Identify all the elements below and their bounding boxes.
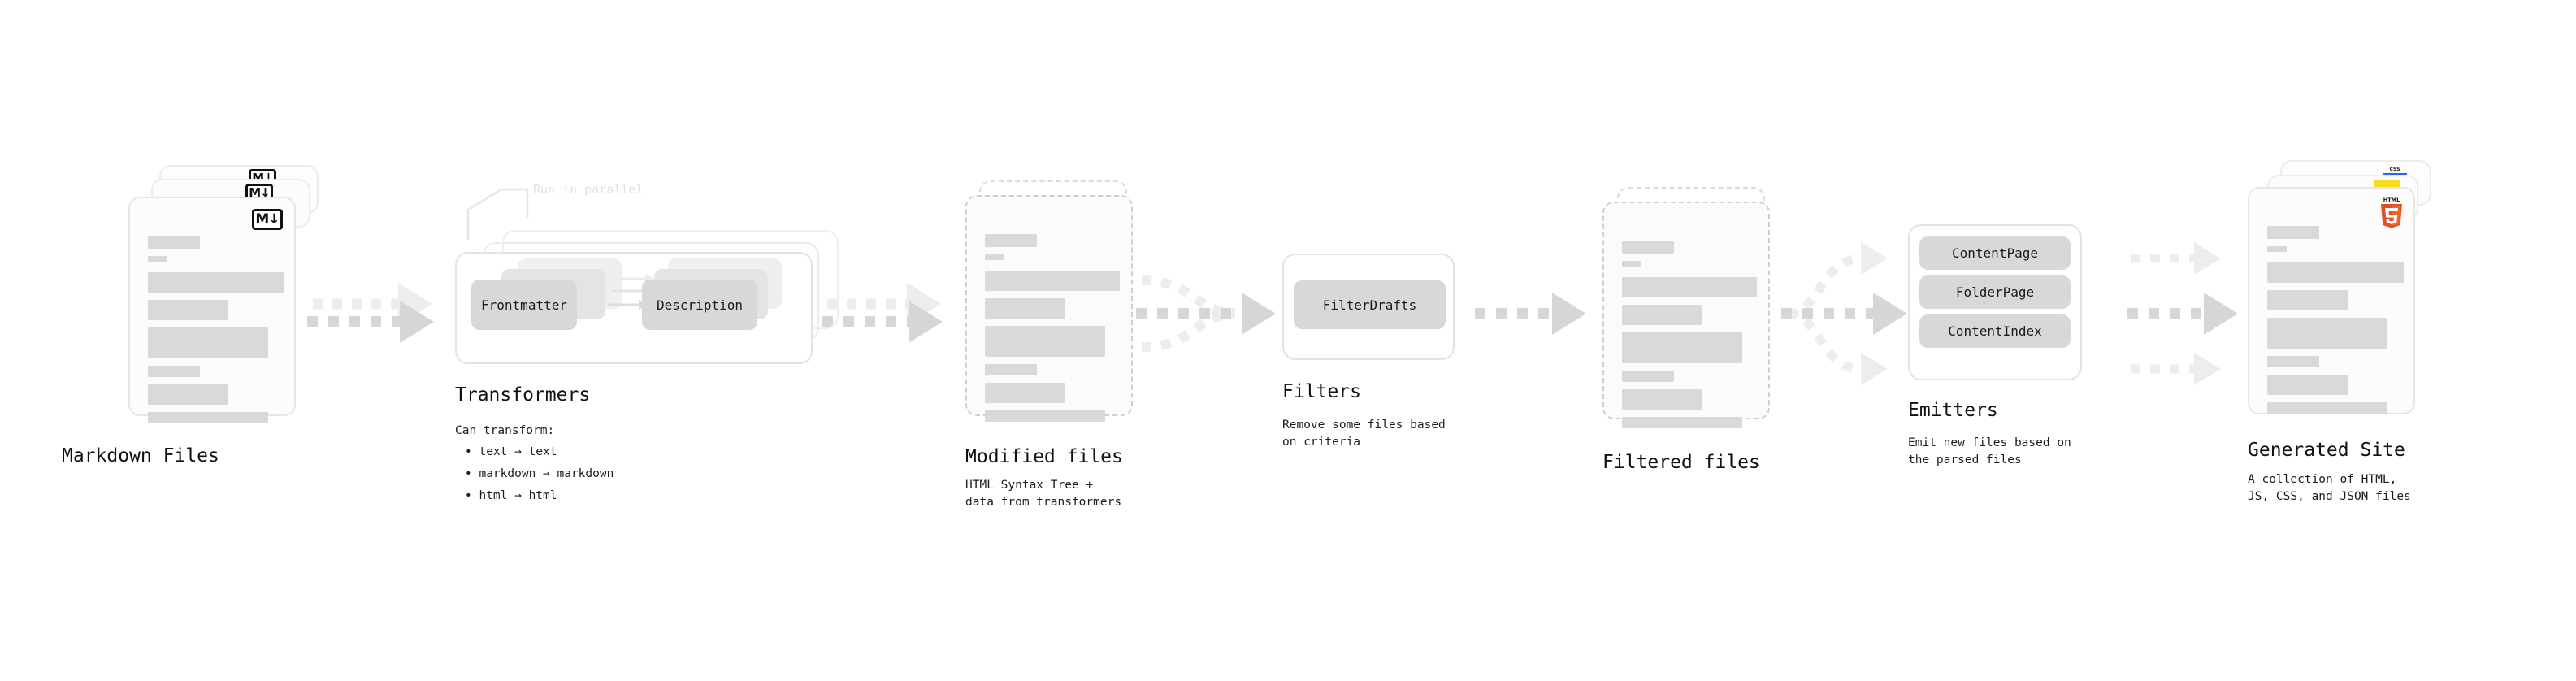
site-card-lines [2267, 226, 2404, 421]
filter-chip-filterdrafts[interactable]: FilterDrafts [1294, 280, 1446, 329]
content-bar [148, 327, 268, 358]
content-bar [985, 364, 1037, 375]
content-bar [1622, 261, 1641, 267]
modified-card[interactable] [965, 195, 1133, 422]
stage-title-markdown-files: Markdown Files [62, 445, 219, 466]
site-card[interactable]: HTML [2248, 187, 2415, 414]
content-bar [1622, 417, 1742, 428]
emitter-chip-contentindex[interactable]: ContentIndex [1919, 314, 2071, 348]
content-bar [985, 410, 1105, 422]
stage-title-generated-site: Generated Site [2248, 440, 2405, 461]
content-bar [985, 383, 1065, 403]
stage-title-modified-files: Modified files [965, 446, 1123, 467]
content-bar [2267, 262, 2404, 283]
content-bar [1622, 371, 1674, 382]
modified-files-subtitle: HTML Syntax Tree + data from transformer… [965, 479, 1122, 510]
transformer-chip-description[interactable]: Description [642, 280, 757, 330]
run-in-parallel-label: Run in parallel [533, 182, 644, 197]
content-bar [1622, 332, 1742, 363]
content-bar [985, 234, 1037, 247]
svg-text:HTML: HTML [2383, 197, 2400, 203]
arrow-modified-to-filters [1136, 275, 1276, 352]
transformers-bullet-2: • markdown → markdown [465, 467, 614, 480]
filtered-card-lines [1622, 241, 1757, 436]
markdown-card-lines [148, 236, 284, 431]
content-bar [2267, 246, 2287, 252]
content-bar [1622, 389, 1702, 410]
emitters-subtitle: Emit new files based on the parsed files [1908, 436, 2071, 467]
content-bar [148, 412, 268, 423]
emitter-chip-contentpage[interactable]: ContentPage [1919, 236, 2071, 270]
stage-title-emitters: Emitters [1908, 400, 1998, 421]
arrow-emitters-to-site [2127, 241, 2238, 386]
content-bar [2267, 318, 2387, 349]
transformers-subtitle: Can transform: [455, 424, 555, 437]
html5-icon: HTML [2381, 197, 2402, 228]
content-bar [985, 326, 1105, 357]
arrow-transformers-to-modified [822, 283, 943, 343]
content-bar [1622, 277, 1757, 297]
transformer-chip-frontmatter[interactable]: Frontmatter [471, 280, 577, 330]
content-bar [148, 236, 200, 249]
filtered-card[interactable] [1602, 202, 1770, 428]
content-bar [148, 366, 200, 377]
content-bar [2267, 290, 2348, 310]
css-badge-label: CSS [2389, 167, 2400, 172]
content-bar [985, 298, 1065, 319]
markdown-card[interactable]: M↓ [128, 197, 296, 423]
stage-title-filters: Filters [1282, 381, 1361, 402]
content-bar [148, 272, 284, 293]
content-bar [2267, 356, 2319, 367]
emitter-chip-folderpage[interactable]: FolderPage [1919, 275, 2071, 309]
markdown-badge: M↓ [252, 209, 283, 230]
stage-title-filtered-files: Filtered files [1602, 452, 1760, 473]
html5-badge: HTML [2378, 196, 2405, 228]
transformers-bullet-1: • text → text [465, 445, 557, 458]
content-bar [148, 384, 228, 405]
transformers-bullet-3: • html → html [465, 489, 557, 502]
content-bar [2267, 226, 2319, 239]
content-bar [2267, 375, 2348, 395]
arrow-filters-to-filtered [1475, 293, 1586, 335]
stage-title-transformers: Transformers [455, 384, 591, 406]
content-bar [1622, 305, 1702, 325]
content-bar [148, 300, 228, 320]
content-bar [985, 271, 1120, 291]
content-bar [2267, 402, 2387, 414]
content-bar [985, 254, 1004, 260]
arrow-markdown-to-transformers [307, 283, 434, 343]
generated-site-subtitle: A collection of HTML, JS, CSS, and JSON … [2248, 473, 2411, 504]
filters-subtitle: Remove some files based on criteria [1282, 419, 1446, 449]
content-bar [148, 256, 167, 262]
content-bar [1622, 241, 1674, 254]
arrow-filtered-to-emitters [1781, 241, 1907, 386]
modified-card-lines [985, 234, 1120, 429]
